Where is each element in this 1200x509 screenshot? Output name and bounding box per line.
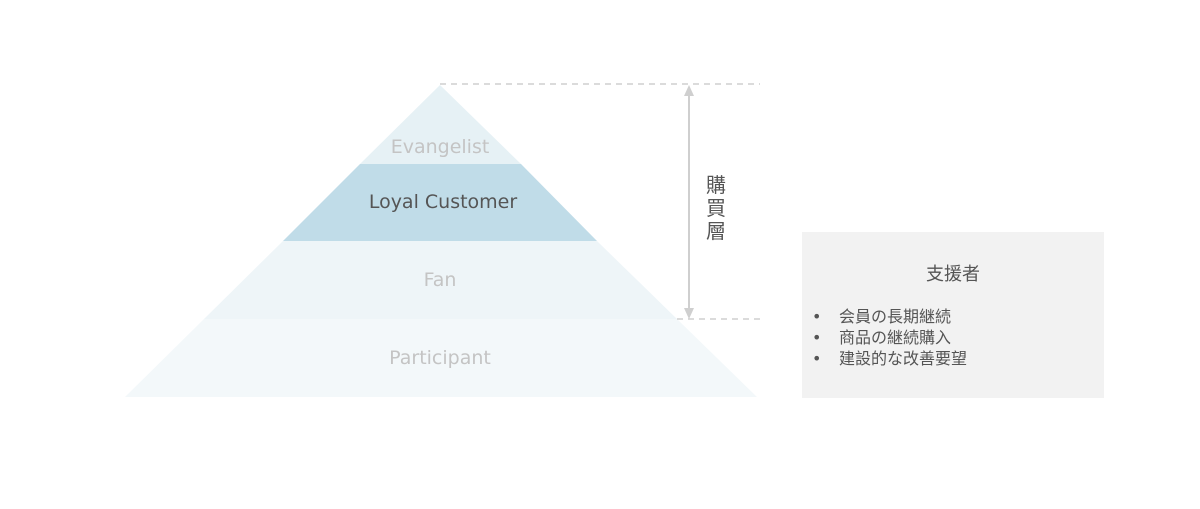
tier-evangelist [360,85,521,164]
purchase-layer-label-char: 購 [706,173,726,197]
tier-label-fan: Fan [424,269,457,291]
tier-loyal-customer [283,164,597,241]
tier-label-evangelist: Evangelist [391,136,490,158]
tier-label-loyal-customer: Loyal Customer [369,191,518,213]
list-item-text: 会員の長期継続 [839,307,952,326]
list-item: • 会員の長期継続 [812,306,967,327]
list-item: • 商品の継続購入 [812,327,967,348]
tier-participant [125,319,757,397]
bullet-icon: • [812,307,822,326]
panel-bullet-list: • 会員の長期継続 • 商品の継続購入 • 建設的な改善要望 [812,306,967,369]
purchase-layer-label-char: 買 [706,196,726,220]
tier-fan [204,241,677,319]
list-item-text: 商品の継続購入 [839,328,952,347]
arrow-down-head-icon [684,308,694,319]
arrow-up-head-icon [684,85,694,96]
bullet-icon: • [812,349,822,368]
supporter-info-panel: 支援者 • 会員の長期継続 • 商品の継続購入 • 建設的な改善要望 [802,232,1104,398]
list-item: • 建設的な改善要望 [812,348,967,369]
bullet-icon: • [812,328,822,347]
tier-label-participant: Participant [389,347,491,369]
list-item-text: 建設的な改善要望 [839,349,968,368]
panel-title: 支援者 [926,264,980,285]
purchase-layer-label-char: 層 [706,219,726,243]
